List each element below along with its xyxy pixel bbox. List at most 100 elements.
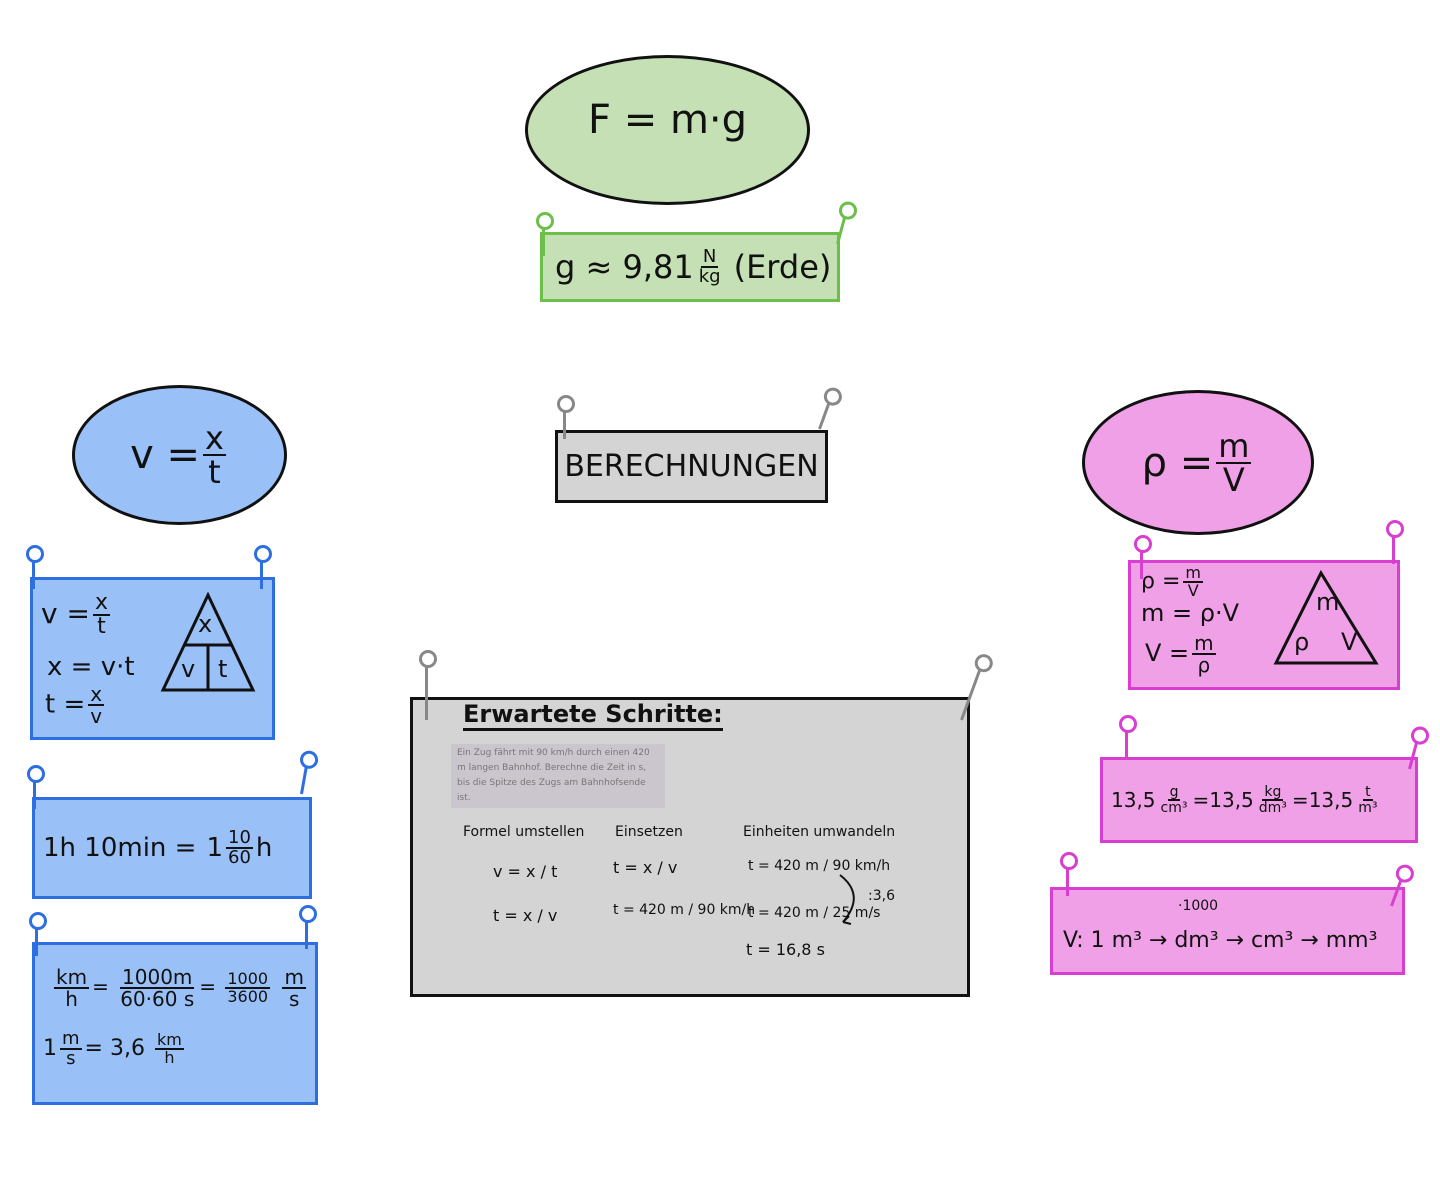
num: km <box>54 965 90 989</box>
pin-icon <box>818 396 833 430</box>
whole: 1 <box>206 833 223 863</box>
pin-icon <box>960 663 984 721</box>
title-box: BERECHNUNGEN <box>555 430 828 503</box>
eq-m: m = ρ·V <box>1141 599 1240 627</box>
conversion-note: :3,6 <box>868 888 895 904</box>
den: s <box>66 1048 76 1069</box>
den: h <box>65 987 78 1011</box>
den: h <box>164 1048 175 1067</box>
step-line: v = x / t <box>493 862 558 881</box>
num: x <box>92 590 110 616</box>
mid: = 3,6 <box>84 1036 145 1061</box>
speed-lhs: v = <box>130 432 200 478</box>
tri-top: m <box>1316 588 1340 616</box>
step-line: t = x / v <box>613 858 678 877</box>
num: x <box>88 682 105 706</box>
num: m <box>282 965 306 989</box>
num: 1000 <box>225 969 271 989</box>
eq: = <box>1192 788 1210 812</box>
triangle-icon <box>1273 569 1379 665</box>
green-cloud <box>525 55 810 205</box>
volume-chain: V: 1 m³ → dm³ → cm³ → mm³ <box>1063 927 1378 953</box>
column-heading: Einheiten umwandeln <box>743 824 896 840</box>
pin-icon <box>1060 852 1078 896</box>
pin-icon <box>557 395 575 439</box>
pin-icon <box>836 210 848 245</box>
step-line: t = x / v <box>493 906 558 925</box>
step-line: t = 16,8 s <box>746 940 825 959</box>
num: t <box>1363 784 1373 801</box>
eq: = <box>1291 788 1309 812</box>
pre: 1 <box>43 1036 57 1061</box>
lhs: V = <box>1145 639 1190 667</box>
pin-icon <box>27 765 45 809</box>
num: 10 <box>226 827 253 849</box>
step-line: t = 420 m / 90 km/h <box>613 902 756 918</box>
den: cm³ <box>1160 800 1188 816</box>
eq: = <box>199 974 217 999</box>
value: 13,5 <box>1209 788 1254 812</box>
unit: h <box>255 833 273 863</box>
value: 13,5 <box>1111 788 1156 812</box>
eq-x: x = v·t <box>47 652 135 682</box>
lhs: 1h 10min = <box>43 833 197 863</box>
num: 1000m <box>120 965 195 989</box>
tri-left: v <box>181 655 196 683</box>
den: V <box>1187 581 1199 600</box>
value: 13,5 <box>1308 788 1354 812</box>
lhs: v = <box>41 597 90 630</box>
steps-board: Erwartete Schritte: Ein Zug fährt mit 90… <box>410 697 970 997</box>
step-line: t = 420 m / 90 km/h <box>748 858 891 874</box>
num: m <box>1183 563 1203 583</box>
tri-right: t <box>218 655 228 683</box>
pin-icon <box>1134 535 1152 579</box>
den: 60·60 s <box>120 987 195 1011</box>
volume-units-box: ·1000 V: 1 m³ → dm³ → cm³ → mm³ <box>1050 887 1405 975</box>
pin-icon <box>536 212 554 256</box>
num: km <box>154 1030 184 1050</box>
tri-top: x <box>198 610 213 638</box>
unit-num: N <box>700 246 719 268</box>
gravity-note: (Erde) <box>733 248 832 286</box>
pin-icon <box>419 650 437 720</box>
num: g <box>1167 784 1181 801</box>
triangle-icon <box>160 591 256 692</box>
den: V <box>1222 460 1245 499</box>
den: v <box>90 704 103 728</box>
num: m <box>1216 426 1252 465</box>
factor: ·1000 <box>1178 898 1219 914</box>
unit-den: kg <box>698 266 721 287</box>
pin-icon <box>254 545 272 589</box>
gravity-label: g ≈ 9,81 <box>555 248 694 286</box>
den: t <box>208 453 221 491</box>
den: 60 <box>228 847 251 868</box>
pin-icon <box>300 760 309 795</box>
num: m <box>60 1028 82 1050</box>
column-heading: Formel umstellen <box>463 824 585 840</box>
den: t <box>97 614 106 639</box>
den: s <box>288 987 300 1011</box>
density-lhs: ρ = <box>1141 439 1214 486</box>
den: 3600 <box>227 987 269 1006</box>
